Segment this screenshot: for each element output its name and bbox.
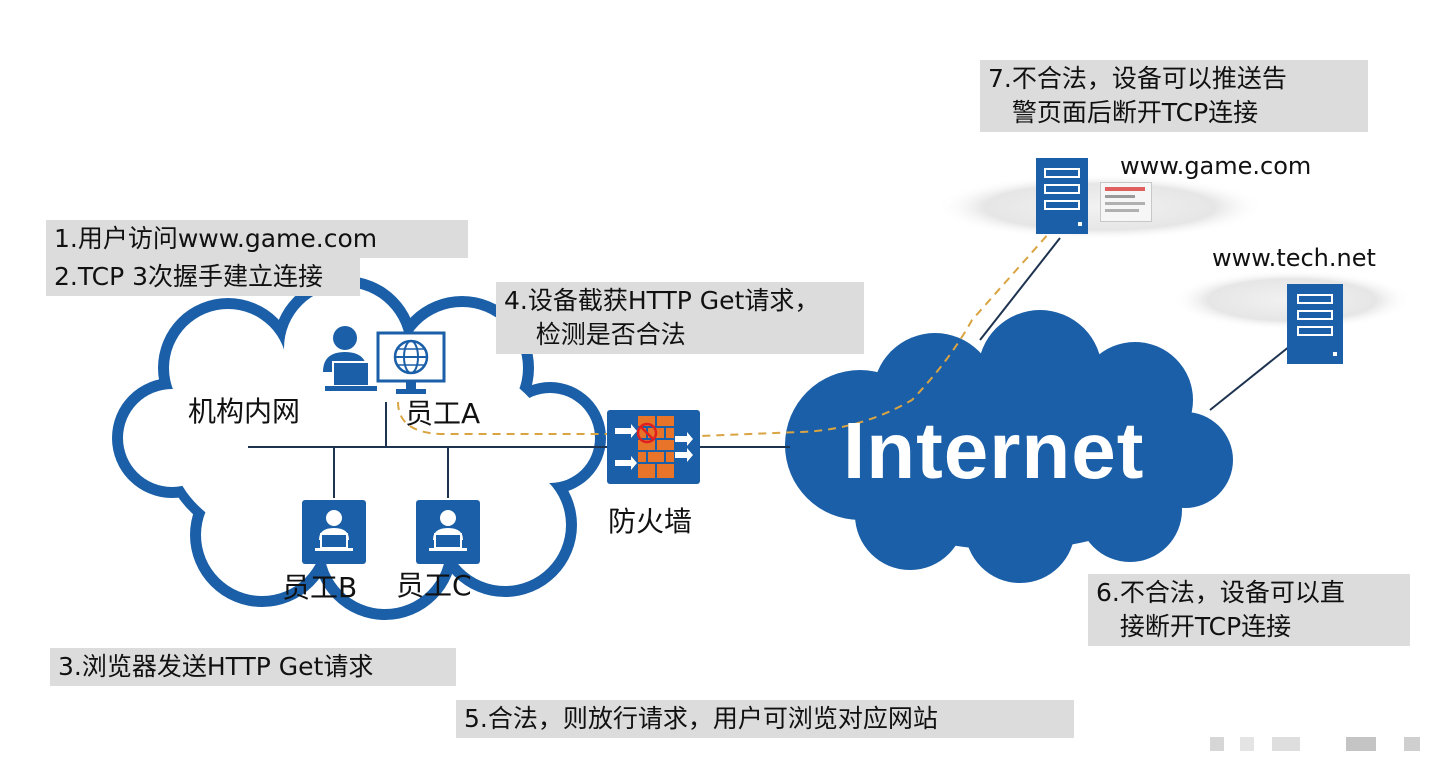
note-step5: 5.合法，则放行请求，用户可浏览对应网站 — [456, 700, 1074, 738]
server-icon — [1036, 158, 1088, 234]
firewall-label: 防火墙 — [608, 505, 693, 538]
note-step7: 7.不合法，设备可以推送告 警页面后断开TCP连接 — [980, 60, 1368, 132]
webpage-thumbnail — [1100, 182, 1152, 222]
employee-a-label: 员工A — [405, 397, 481, 430]
server-icon — [1287, 284, 1343, 364]
watermark-squares — [1346, 737, 1376, 751]
note-step4: 4.设备截获HTTP Get请求， 检测是否合法 — [496, 282, 864, 354]
employee-c-label: 员工C — [396, 569, 472, 602]
note-step1: 1.用户访问www.game.com — [46, 220, 468, 258]
intranet-label: 机构内网 — [188, 395, 301, 428]
site-game-label: www.game.com — [1120, 152, 1312, 180]
dashed-traffic-path — [397, 231, 1051, 440]
internet-cloud — [785, 310, 1233, 583]
globe-monitor-icon — [376, 331, 446, 394]
user-icon — [323, 326, 377, 391]
watermark-squares — [1210, 737, 1224, 751]
watermark-squares — [1404, 737, 1420, 751]
employee-b-label: 员工B — [282, 571, 358, 604]
internet-label: Internet — [843, 406, 1145, 495]
employee-b-icon — [302, 500, 366, 564]
note-step6: 6.不合法，设备可以直 接断开TCP连接 — [1088, 574, 1410, 646]
employee-c-icon — [416, 500, 480, 564]
site-tech-label: www.tech.net — [1212, 244, 1376, 272]
note-step3: 3.浏览器发送HTTP Get请求 — [50, 648, 456, 686]
watermark-squares — [1240, 737, 1254, 751]
note-step2: 2.TCP 3次握手建立连接 — [46, 258, 360, 296]
watermark-squares — [1272, 737, 1300, 751]
firewall-icon — [607, 410, 700, 484]
